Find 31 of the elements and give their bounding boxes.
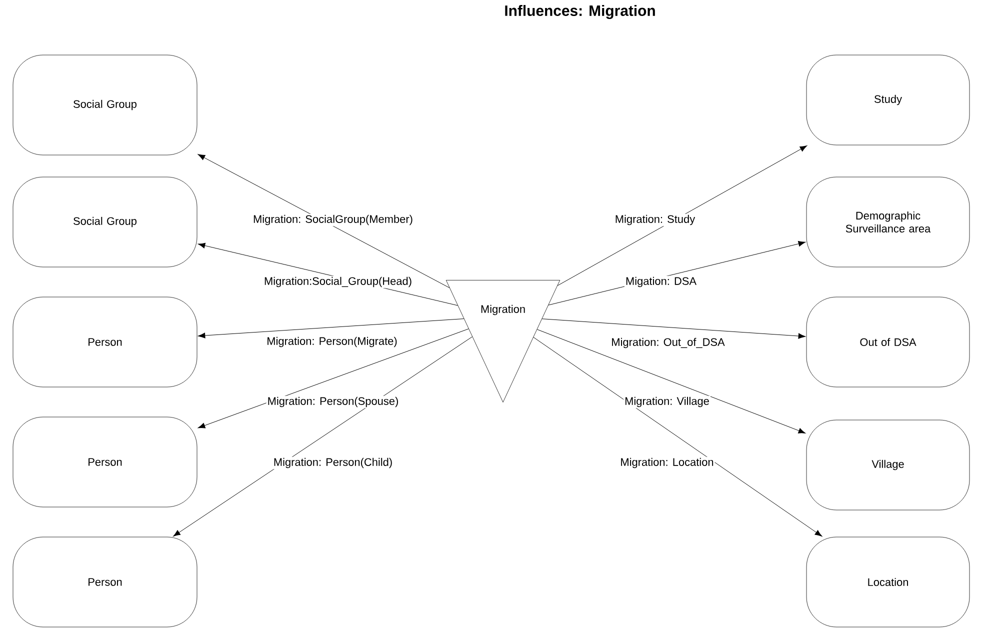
edge-label: Migration:Social_Group(Head) [263,276,413,288]
rounded-box: Person [12,296,198,388]
edge-label: Migration: Out_of_DSA [610,336,726,350]
rounded-box: Person [12,536,198,628]
edge-label: Migration: SocialGroup(Member) [252,214,414,226]
rounded-box: Person [12,416,198,508]
node-label: Migration [481,304,525,316]
edge-label: Migration: Person(Spouse) [266,396,400,408]
arrow [198,154,450,288]
rounded-box: Study [806,54,970,146]
edge-label: Migration: Person(Child) [272,456,394,470]
arrow [533,337,822,536]
edge-label: Migration: Study [614,214,696,226]
rounded-box: Out of DSA [806,296,970,388]
rounded-box: Demographic Surveillance area [806,176,970,268]
edge-label: Migation: DSA [624,276,698,288]
arrow [536,329,806,434]
edge-label: Migration: Person(Migrate) [266,336,398,348]
arrow [173,336,472,536]
arrow [557,145,808,286]
edge-label: Migration: Village [624,396,710,408]
title: Influences: Migration [505,5,655,19]
edge-label: Migration: Location [619,456,715,470]
rounded-box: Social Group [12,176,198,268]
arrow [542,318,806,339]
triangle [446,280,560,402]
arrow [198,328,469,428]
rounded-box: Village [806,420,970,510]
rounded-box: Location [806,536,970,628]
rounded-box: Social Group [12,54,198,156]
arrow [198,318,464,338]
